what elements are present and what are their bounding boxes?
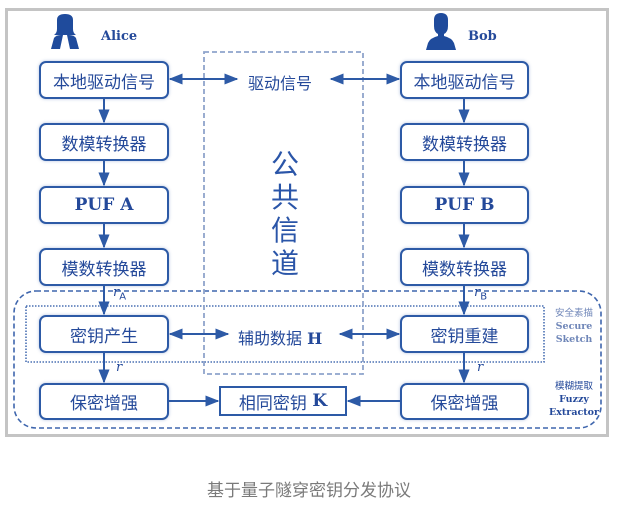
alice-adc-box: 模数转换器 <box>39 248 169 286</box>
shared-key-label: 相同密钥 <box>238 393 307 414</box>
bob-local-drive-signal-box: 本地驱动信号 <box>400 61 529 99</box>
public-channel-title: 公共信道 <box>270 148 299 280</box>
bob-key-rebuild-box: 密钥重建 <box>400 315 529 353</box>
helper-data-text: 辅助数据 <box>238 329 303 348</box>
secure-sketch-en1: Secure <box>555 321 593 332</box>
alice-dac-box: 数模转换器 <box>39 123 169 161</box>
alice-label: Alice <box>101 29 138 44</box>
figure-caption: 基于量子隧穿密钥分发协议 <box>207 481 411 501</box>
helper-data-label: 辅助数据 H <box>238 325 322 349</box>
fuzzy-extractor-note: 模糊提取 Fuzzy Extractor <box>545 380 603 419</box>
male-user-icon <box>426 13 456 50</box>
drive-signal-label: 驱动信号 <box>248 74 313 93</box>
alice-rA-label: rA <box>113 285 127 303</box>
female-user-icon <box>51 14 79 49</box>
secure-sketch-note: 安全素描 Secure Sketch <box>547 307 601 346</box>
fuzzy-extractor-cn: 模糊提取 <box>554 381 593 392</box>
public-channel-region <box>203 51 364 375</box>
bob-dac-box: 数模转换器 <box>400 123 529 161</box>
helper-data-var: H <box>307 329 323 348</box>
bob-privacy-amplification-box: 保密增强 <box>400 383 529 420</box>
alice-local-drive-signal-box: 本地驱动信号 <box>39 61 169 99</box>
alice-key-generation-box: 密钥产生 <box>39 315 169 353</box>
bob-adc-box: 模数转换器 <box>400 248 529 286</box>
alice-privacy-amplification-box: 保密增强 <box>39 383 169 420</box>
alice-r-label: r <box>116 360 123 375</box>
secure-sketch-region <box>25 305 545 363</box>
bob-label: Bob <box>468 29 497 44</box>
fuzzy-extractor-region <box>13 290 602 429</box>
secure-sketch-cn: 安全素描 <box>554 308 593 319</box>
bob-puf-box: PUF B <box>400 186 529 224</box>
shared-key-box: 相同密钥 K <box>219 386 347 416</box>
alice-puf-box: PUF A <box>39 186 169 224</box>
bob-r-label: r <box>477 360 484 375</box>
secure-sketch-en2: Sketch <box>555 334 593 345</box>
shared-key-var: K <box>312 391 328 411</box>
fuzzy-extractor-en1: Fuzzy <box>559 394 589 405</box>
bob-rB-label: rB <box>474 285 488 303</box>
fuzzy-extractor-en2: Extractor <box>549 407 599 418</box>
